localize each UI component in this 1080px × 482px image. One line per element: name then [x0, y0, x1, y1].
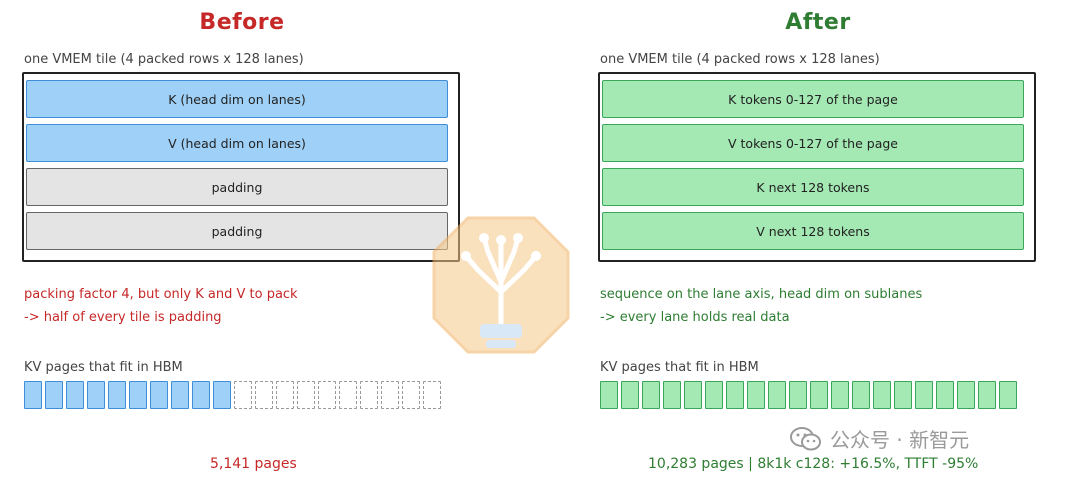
after-note: sequence on the lane axis, head dim on s…: [600, 287, 923, 302]
after-row-label: V next 128 tokens: [756, 223, 870, 239]
kv-page-box: [726, 381, 744, 409]
kv-page-box: [747, 381, 765, 409]
kv-page-box: [621, 381, 639, 409]
kv-page-box: [663, 381, 681, 409]
kv-page-box: [957, 381, 975, 409]
before-note: -> half of every tile is padding: [24, 310, 222, 325]
empty-page-box: [339, 381, 357, 409]
kv-page-box: [768, 381, 786, 409]
kv-page-box: [87, 381, 105, 409]
wechat-icon: [790, 426, 821, 450]
empty-page-box: [255, 381, 273, 409]
after-page-strip: [600, 381, 1030, 411]
kv-page-box: [852, 381, 870, 409]
empty-page-box: [297, 381, 315, 409]
after-note: -> every lane holds real data: [600, 310, 790, 325]
kv-page-box: [705, 381, 723, 409]
before-tile-row: padding: [26, 212, 448, 250]
before-row-label: K (head dim on lanes): [168, 91, 306, 107]
empty-page-box: [276, 381, 294, 409]
kv-page-box: [810, 381, 828, 409]
before-vmem-tile: K (head dim on lanes) V (head dim on lan…: [22, 72, 460, 262]
kv-page-box: [192, 381, 210, 409]
after-tile-row: V next 128 tokens: [602, 212, 1024, 250]
after-tile-caption: one VMEM tile (4 packed rows x 128 lanes…: [600, 52, 880, 67]
watermark-logo-icon: [432, 216, 570, 354]
after-row-label: K tokens 0-127 of the page: [728, 91, 898, 107]
kv-page-box: [66, 381, 84, 409]
before-note: packing factor 4, but only K and V to pa…: [24, 287, 298, 302]
after-summary: 10,283 pages | 8k1k c128: +16.5%, TTFT -…: [648, 456, 979, 472]
after-tile-row: K next 128 tokens: [602, 168, 1024, 206]
kv-page-box: [171, 381, 189, 409]
kv-page-box: [978, 381, 996, 409]
empty-page-box: [423, 381, 441, 409]
before-tile-row: padding: [26, 168, 448, 206]
empty-page-box: [402, 381, 420, 409]
kv-page-box: [600, 381, 618, 409]
before-page-strip: [24, 381, 454, 411]
empty-page-box: [360, 381, 378, 409]
before-row-label: V (head dim on lanes): [168, 135, 306, 151]
after-panel: After one VMEM tile (4 packed rows x 128…: [598, 0, 1038, 482]
empty-page-box: [381, 381, 399, 409]
kv-page-box: [873, 381, 891, 409]
kv-page-box: [999, 381, 1017, 409]
before-panel: Before one VMEM tile (4 packed rows x 12…: [22, 0, 462, 482]
empty-page-box: [318, 381, 336, 409]
kv-page-box: [684, 381, 702, 409]
kv-page-box: [129, 381, 147, 409]
before-row-label: padding: [211, 223, 263, 239]
before-tile-row: V (head dim on lanes): [26, 124, 448, 162]
after-tile-row: V tokens 0-127 of the page: [602, 124, 1024, 162]
kv-page-box: [24, 381, 42, 409]
empty-page-box: [234, 381, 252, 409]
kv-page-box: [45, 381, 63, 409]
before-pages-caption: KV pages that fit in HBM: [24, 360, 183, 375]
before-summary: 5,141 pages: [210, 456, 297, 472]
after-row-label: V tokens 0-127 of the page: [728, 135, 898, 151]
after-pages-caption: KV pages that fit in HBM: [600, 360, 759, 375]
after-vmem-tile: K tokens 0-127 of the page V tokens 0-12…: [598, 72, 1036, 262]
before-row-label: padding: [211, 179, 263, 195]
kv-page-box: [894, 381, 912, 409]
watermark: 公众号 · 新智元: [790, 424, 969, 453]
kv-page-box: [936, 381, 954, 409]
kv-page-box: [789, 381, 807, 409]
before-title: Before: [199, 10, 285, 35]
after-title: After: [785, 10, 851, 35]
after-tile-row: K tokens 0-127 of the page: [602, 80, 1024, 118]
after-row-label: K next 128 tokens: [756, 179, 870, 195]
before-tile-row: K (head dim on lanes): [26, 80, 448, 118]
kv-page-box: [642, 381, 660, 409]
kv-page-box: [915, 381, 933, 409]
kv-page-box: [108, 381, 126, 409]
kv-page-box: [213, 381, 231, 409]
kv-page-box: [150, 381, 168, 409]
kv-page-box: [831, 381, 849, 409]
watermark-text: 公众号 · 新智元: [830, 428, 970, 452]
before-tile-caption: one VMEM tile (4 packed rows x 128 lanes…: [24, 52, 304, 67]
